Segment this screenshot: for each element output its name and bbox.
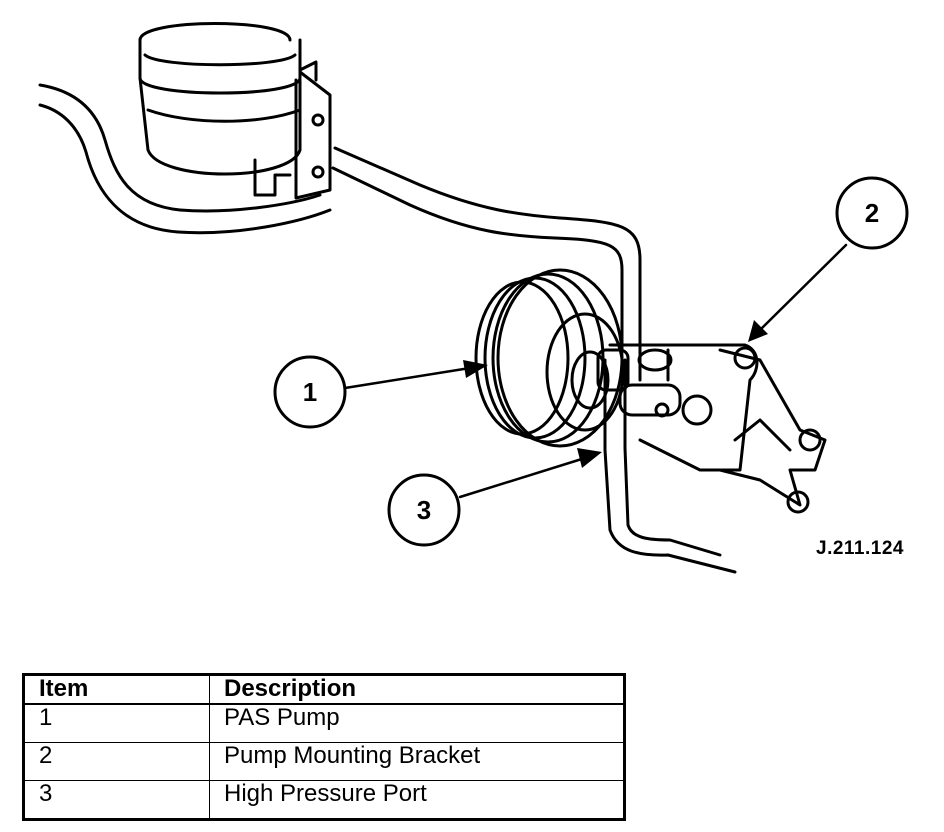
figure-reference-code: J.211.124 [816,538,904,559]
table-row: 2 Pump Mounting Bracket [23,742,625,781]
legend-table: Item Description 1 PAS Pump 2 Pump Mount… [22,673,626,821]
callout-label-1: 1 [303,377,317,407]
callout-label-3: 3 [417,495,431,525]
callout-circle-2 [835,176,909,250]
legend-item-number: 1 [23,703,210,743]
callout-circle-1 [273,355,347,429]
mounting-bracket [718,346,827,514]
callout-label-2: 2 [865,198,879,228]
pas-pump-diagram: 1 2 3 [38,22,909,574]
arrow-head-2 [748,320,768,342]
legend-item-number: 3 [23,780,210,820]
arrow-head-3 [577,448,602,468]
pump-pulley [474,268,625,448]
supply-hose [38,83,642,352]
table-row: 3 High Pressure Port [23,780,625,820]
legend-header-description: Description [209,674,625,705]
fluid-reservoir [138,22,332,200]
arrow-head-1 [463,360,488,378]
high-pressure-pipe [596,348,737,574]
callout-circle-3 [387,473,461,547]
pump-body [608,343,759,472]
legend-header-item: Item [23,674,210,705]
legend-item-description: PAS Pump [209,703,625,743]
table-row: 1 PAS Pump [23,703,625,743]
leader-arrows [343,243,848,499]
legend-item-description: Pump Mounting Bracket [209,742,625,781]
legend-header-row: Item Description [23,674,625,705]
legend-item-number: 2 [23,742,210,781]
legend-item-description: High Pressure Port [209,780,625,820]
